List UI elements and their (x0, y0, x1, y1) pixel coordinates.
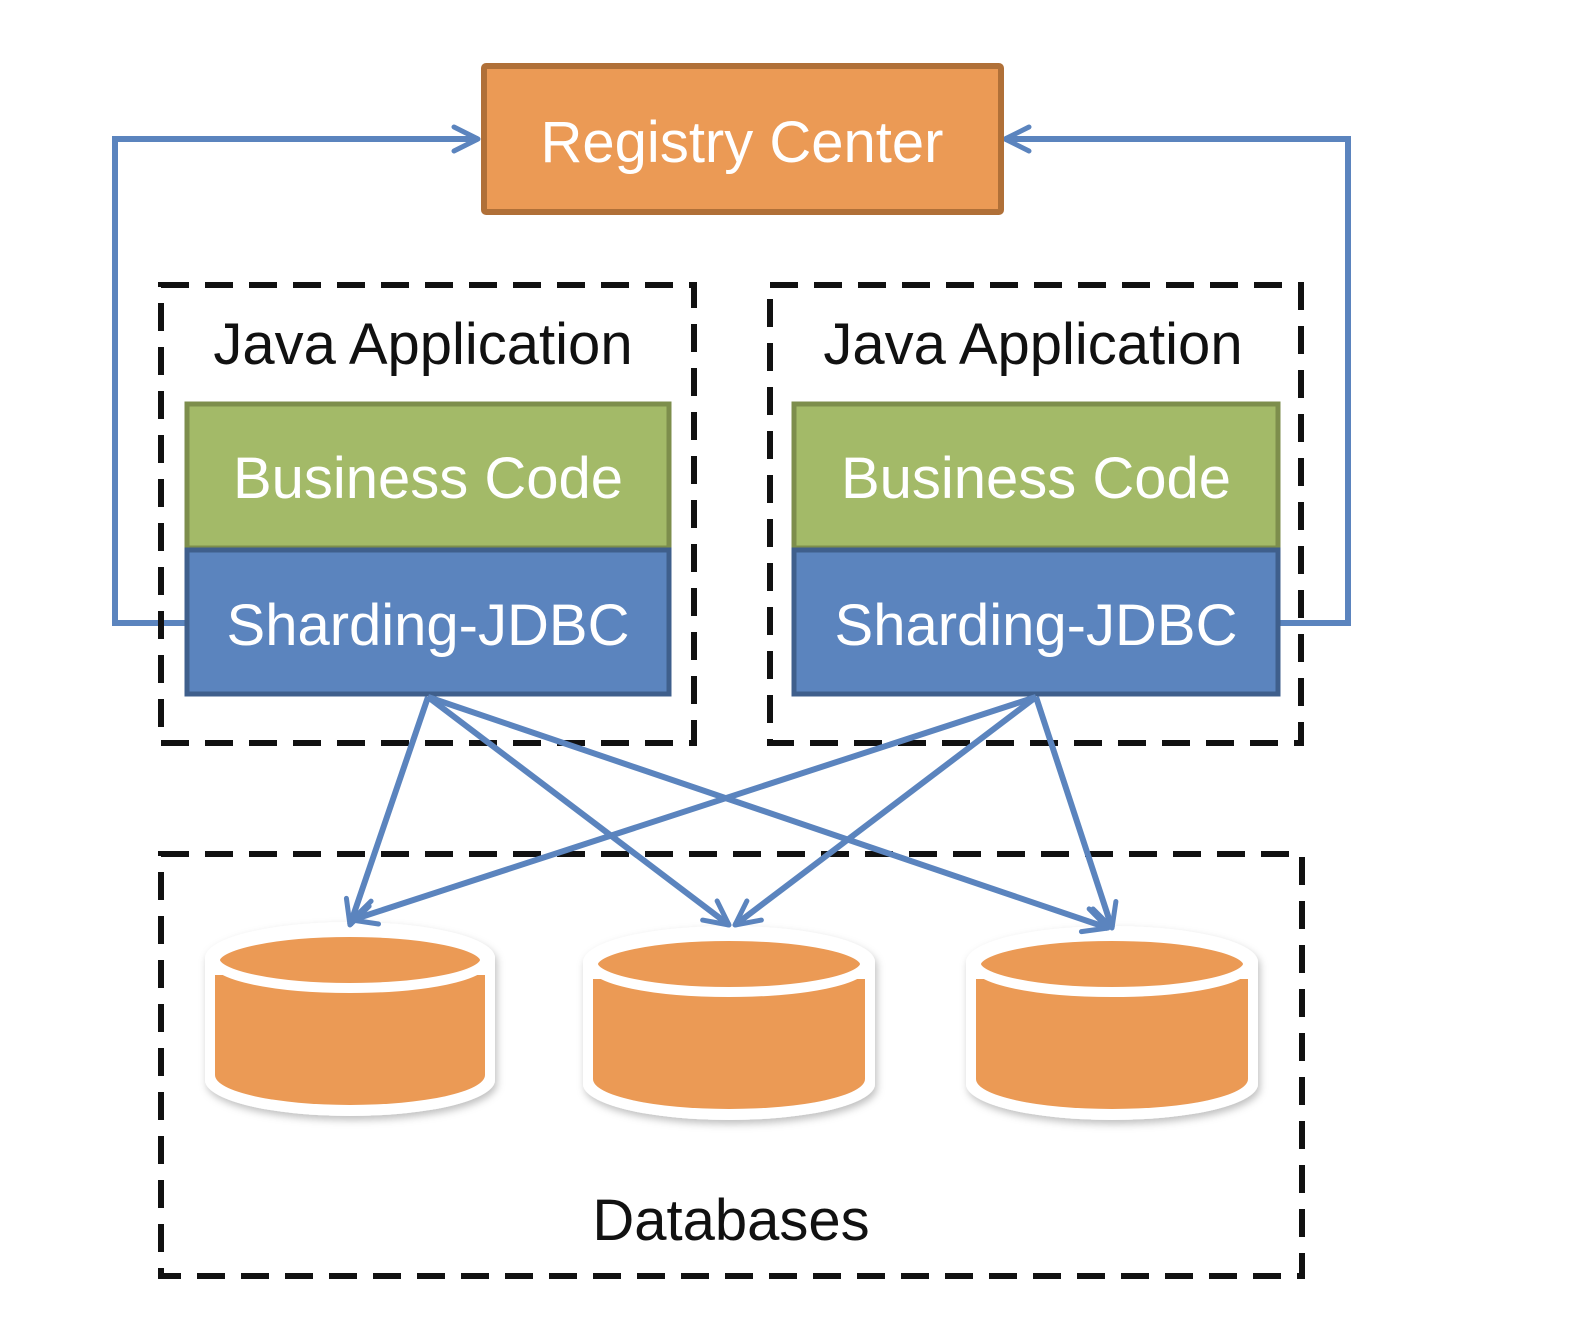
sharding-jdbc-1-label: Sharding-JDBC (227, 593, 630, 658)
sharding-jdbc-2-box (791, 547, 1281, 697)
connector-app1-db2 (426, 694, 732, 928)
connector-app1-to-registry (1002, 124, 1351, 626)
java-application-2-title: Java Application (823, 312, 1242, 377)
java-application-1: Java Application Business Code Sharding-… (158, 282, 697, 746)
databases-boundary (158, 851, 1305, 1279)
java-application-2: Java Application Business Code Sharding-… (767, 282, 1304, 746)
business-code-1-label: Business Code (233, 446, 623, 511)
registry-center-label: Registry Center (541, 110, 944, 175)
registry-center: Registry Center (481, 63, 1004, 215)
connector-app2-db3 (1033, 696, 1119, 931)
database-cylinder-3 (966, 926, 1258, 1120)
connector-app1-db1 (343, 696, 431, 928)
connector-app0-to-registry (112, 124, 481, 626)
business-code-2-box (791, 401, 1281, 551)
sharding-jdbc-2-label: Sharding-JDBC (835, 593, 1238, 658)
databases-label: Databases (592, 1188, 869, 1253)
database-cylinder-2 (583, 926, 875, 1120)
data-connectors (343, 694, 1119, 935)
business-code-2-label: Business Code (841, 446, 1231, 511)
connector-app2-db1 (349, 694, 1037, 927)
java-application-1-title: Java Application (213, 312, 632, 377)
connector-app1-db3 (427, 694, 1111, 935)
registry-center-box (481, 63, 1004, 215)
sharding-jdbc-1-box (184, 547, 672, 697)
connector-app2-db2 (732, 694, 1038, 928)
java-application-1-boundary (158, 282, 697, 746)
java-application-2-boundary (767, 282, 1304, 746)
database-cylinder-1 (205, 922, 495, 1116)
